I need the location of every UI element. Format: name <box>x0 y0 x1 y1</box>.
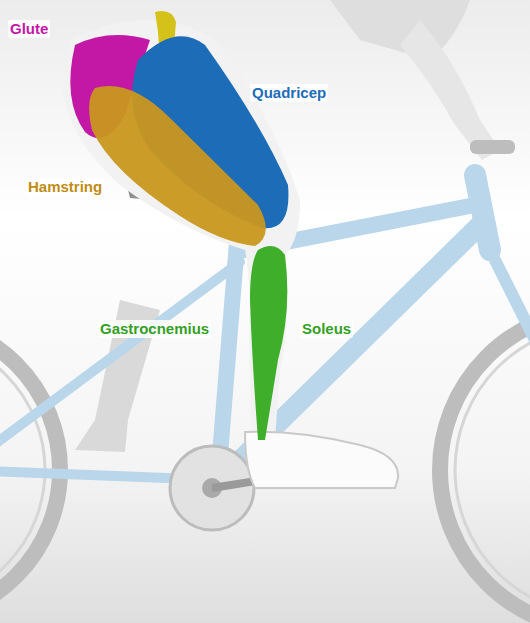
muscle-label: Quadricep <box>250 84 328 102</box>
near-leg <box>62 20 300 440</box>
muscle-label: Hamstring <box>26 178 104 196</box>
calf-muscle <box>250 246 287 440</box>
arm <box>400 20 500 160</box>
handlebar <box>470 140 515 154</box>
torso <box>330 0 470 60</box>
muscle-label: Gastrocnemius <box>98 320 211 338</box>
muscle-label: Glute <box>8 20 50 38</box>
muscle-label: Soleus <box>300 320 353 338</box>
hamstring-muscle <box>89 86 266 246</box>
front-wheel <box>440 310 530 623</box>
shoe <box>245 432 398 488</box>
front-rim <box>455 325 530 615</box>
